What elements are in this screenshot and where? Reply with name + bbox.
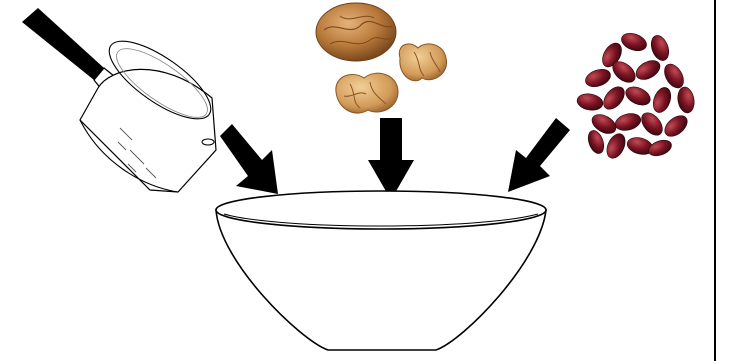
walnut-icon [316, 3, 447, 113]
arrow-from-cup [220, 124, 278, 194]
arrow-from-beans [508, 118, 570, 192]
kidney-bean-icon [576, 30, 696, 161]
bowl-icon [216, 191, 546, 350]
arrow-from-walnuts [368, 118, 414, 200]
measuring-cup-icon [22, 8, 222, 192]
